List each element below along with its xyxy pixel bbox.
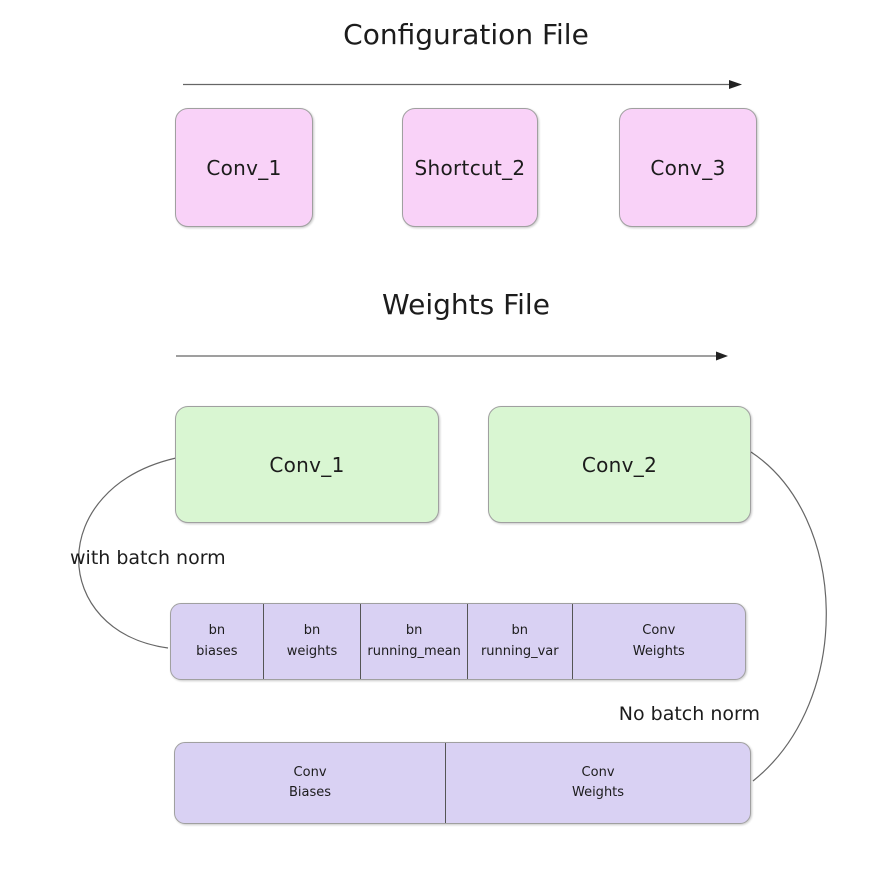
config-box-conv-3-label: Conv_3 xyxy=(650,155,726,180)
weights-flow-arrowhead-icon xyxy=(716,351,728,361)
no-batch-norm-connector xyxy=(750,451,827,782)
bn-biases-cell: bn biases xyxy=(171,604,263,679)
bn-running-var-line2: running_var xyxy=(480,643,559,659)
conv-weights-line1: Conv xyxy=(581,764,615,780)
config-flow-arrowhead-icon xyxy=(729,80,742,89)
weights-box-conv-2-label: Conv_2 xyxy=(581,452,658,477)
config-box-conv-1: Conv_1 xyxy=(175,108,313,227)
bn-conv-weights-line2: Weights xyxy=(632,643,685,659)
config-box-conv-1-label: Conv_1 xyxy=(206,155,282,180)
conv-biases-cell: Conv Biases xyxy=(175,743,445,823)
bn-running-var-cell: bn running_var xyxy=(466,604,572,679)
conv-biases-line2: Biases xyxy=(289,785,332,800)
conv-weights-line2: Weights xyxy=(571,785,625,800)
weights-box-conv-1: Conv_1 xyxy=(175,406,439,523)
weights-box-conv-2: Conv_2 xyxy=(488,406,751,523)
weights-section-title: Weights File xyxy=(382,288,550,321)
bn-biases-line2: biases xyxy=(196,643,238,659)
conv-weights-cell: Conv Weights xyxy=(445,743,750,823)
bn-conv-weights-line1: Conv xyxy=(642,623,676,639)
bn-running-var-line1: bn xyxy=(511,623,529,639)
config-box-conv-3: Conv_3 xyxy=(619,108,757,227)
bn-conv-weights-cell: Conv Weights xyxy=(571,604,745,679)
no-batch-norm-weights-row: Conv Biases Conv Weights xyxy=(174,742,751,824)
bn-running-mean-cell: bn running_mean xyxy=(360,604,467,679)
bn-running-mean-line1: bn xyxy=(405,623,423,639)
bn-running-mean-line2: running_mean xyxy=(367,643,461,659)
no-batch-norm-label: No batch norm xyxy=(618,703,760,725)
conv-biases-line1: Conv xyxy=(293,764,327,780)
bn-weights-cell: bn weights xyxy=(262,604,361,679)
config-box-shortcut-2-label: Shortcut_2 xyxy=(414,155,526,180)
with-batch-norm-label: with batch norm xyxy=(70,547,226,569)
bn-biases-line1: bn xyxy=(208,623,226,639)
weights-box-conv-1-label: Conv_1 xyxy=(269,452,345,477)
bn-weights-line1: bn xyxy=(303,623,321,639)
bn-weights-line2: weights xyxy=(286,643,338,659)
config-box-shortcut-2: Shortcut_2 xyxy=(402,108,538,227)
batch-norm-weights-row: bn biases bn weights bn running_mean bn … xyxy=(170,603,746,680)
config-section-title: Configuration File xyxy=(343,18,589,51)
